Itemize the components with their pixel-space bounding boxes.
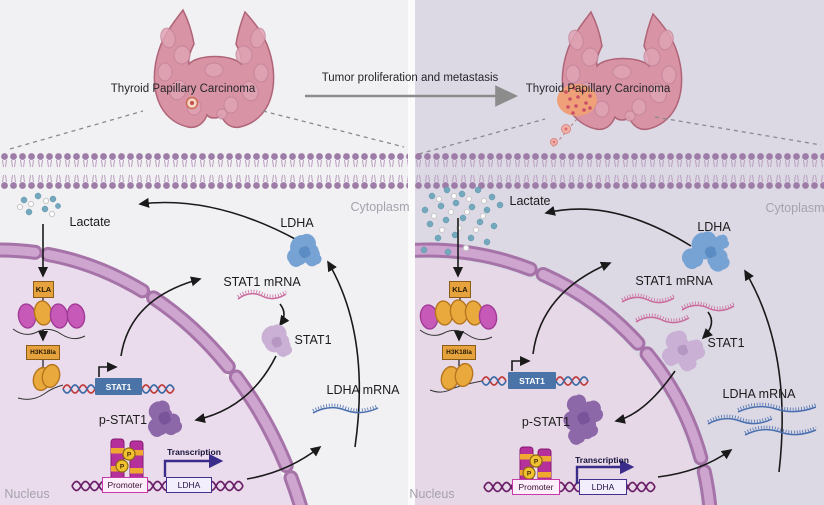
svg-text:P: P [534, 459, 539, 466]
transcription-arrow-left [163, 453, 224, 477]
stat1-mrna-export-arrow-right [532, 261, 612, 355]
panel-divider [408, 0, 415, 505]
arrows-left [37, 197, 361, 480]
stat1-gene-box-left: STAT1 [95, 378, 142, 395]
phospho-badge [529, 454, 543, 468]
ldha-protein-right [681, 231, 730, 272]
kla-box-right: KLA [449, 281, 471, 298]
svg-text:P: P [127, 452, 132, 459]
stat1-translation-arrow-left [279, 303, 290, 327]
stat1-mrna-export-arrow-left [120, 276, 202, 357]
ldha-to-lactate-arrow-right [544, 205, 692, 247]
svg-text:P: P [120, 464, 125, 471]
stat1-import-arrow-right [614, 370, 676, 424]
chromatin-right [419, 299, 498, 393]
cytoplasm-label-right: Cytoplasm [765, 201, 824, 215]
stat1-translation-arrow-right [701, 311, 713, 340]
svg-text:P: P [527, 471, 532, 478]
ldha-label-right: LDHA [697, 220, 731, 234]
cell-membrane-left [0, 152, 408, 190]
stat1-protein-left [261, 324, 293, 357]
ldha-mrna-label-right: LDHA mRNA [722, 387, 796, 401]
stat1-protein-right [662, 330, 706, 372]
zoom-dashed-lines-right [418, 116, 822, 155]
stat1-label-right: STAT1 [707, 336, 745, 350]
ldha-mrna-left [312, 403, 379, 414]
cell-membrane-right [415, 152, 824, 190]
promoter-box-right: Promoter [512, 479, 560, 495]
lactate-dots-left [16, 192, 61, 218]
transcription-label-left: Transcription [167, 447, 221, 457]
ldha-mrna-export-arrow-right [657, 449, 733, 478]
ldha-label-left: LDHA [280, 216, 314, 230]
stat1-mrna-right [621, 293, 735, 324]
arrows-right [452, 205, 783, 478]
tss-arrow-right [511, 355, 531, 371]
histone-row-right [419, 299, 498, 330]
lactate-label-right: Lactate [509, 194, 551, 208]
lactate-dots-right [420, 186, 504, 256]
ldha-mrna-right [707, 402, 817, 436]
transcription-complex-left: P P [71, 438, 244, 492]
ldha-gene-box-left: LDHA [166, 477, 212, 493]
chromatin-left [12, 300, 86, 400]
ldha-mrna-label-left: LDHA mRNA [326, 383, 400, 397]
transcription-complex-right: P P [483, 446, 656, 493]
transcription-label-right: Transcription [575, 455, 629, 465]
stat1-mrna-left [237, 289, 287, 300]
stat1-gene-box-right: STAT1 [508, 372, 556, 389]
ldha-mrna-to-protein-arrow-right [744, 269, 783, 473]
stat1-mrna-label-right: STAT1 mRNA [635, 274, 713, 288]
left-thyroid-caption: Thyroid Papillary Carcinoma [110, 83, 256, 95]
transition-arrow-label: Tumor proliferation and metastasis [321, 72, 499, 84]
ldha-mrna-export-arrow-left [246, 445, 322, 480]
ldha-gene-box-right: LDHA [579, 479, 627, 495]
lactylated-histones-right [440, 362, 474, 391]
stat1-gene-dna-right [481, 355, 589, 386]
promoter-box-left: Promoter [102, 477, 148, 493]
ldha-protein-left [287, 233, 322, 267]
thyroid-illustration-right [550, 11, 683, 148]
stat1-mrna-label-left: STAT1 mRNA [223, 275, 301, 289]
ldha-mrna-to-protein-arrow-left [327, 260, 361, 448]
kla-box-left: KLA [33, 281, 54, 298]
ldha-to-lactate-arrow-left [138, 197, 298, 241]
h3k18la-box-right: H3K18la [442, 345, 476, 360]
right-thyroid-caption: Thyroid Papillary Carcinoma [525, 83, 671, 95]
p-stat1-label-left: p-STAT1 [98, 413, 148, 427]
nucleus-label-left: Nucleus [4, 487, 50, 501]
tss-arrow-left [98, 361, 118, 377]
lactylated-histone-left [32, 363, 61, 392]
phospho-badge [122, 447, 136, 461]
transcription-arrow-right [575, 459, 635, 484]
lactate-label-left: Lactate [69, 215, 111, 229]
stat1-gene-dna-left [62, 361, 175, 394]
histone-row-left [17, 300, 86, 329]
zoom-dashed-lines-left [9, 110, 405, 150]
h3k18la-box-left: H3K18la [26, 345, 60, 360]
cytoplasm-label-left: Cytoplasm [350, 200, 410, 214]
p-stat1-label-right: p-STAT1 [521, 415, 571, 429]
metastatic-cells-icon [550, 124, 571, 146]
phospho-badge [115, 459, 129, 473]
thyroid-illustration-left [153, 9, 275, 129]
stat1-import-arrow-left [194, 355, 277, 423]
stat1-label-left: STAT1 [294, 333, 332, 347]
nucleus-label-right: Nucleus [409, 487, 455, 501]
